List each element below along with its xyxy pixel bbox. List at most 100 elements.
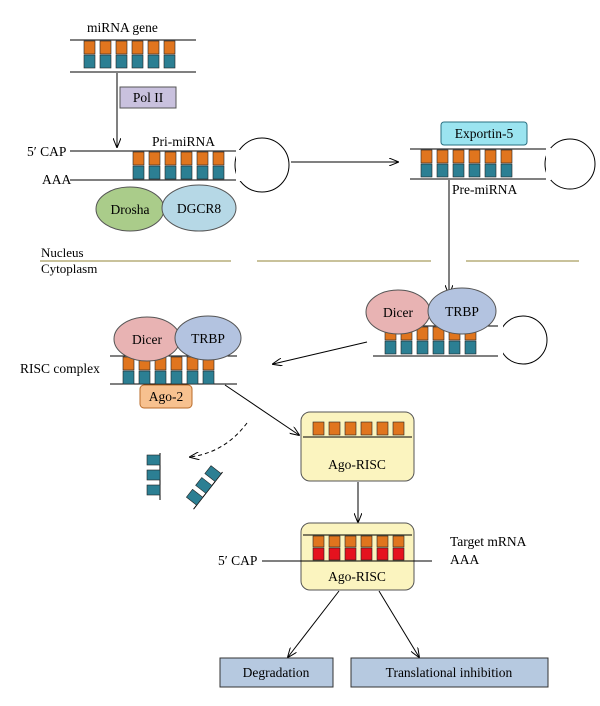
base-segment — [163, 40, 176, 55]
arrow-dicing — [273, 341, 368, 364]
base-segment — [376, 547, 389, 561]
ago-2-label: Ago-2 — [149, 389, 184, 404]
base-segment — [196, 165, 209, 180]
base-segment — [148, 165, 161, 180]
ago-risc-label-2: Ago-RISC — [328, 569, 386, 584]
target-mrna-duplex — [262, 534, 432, 562]
base-segment — [99, 54, 112, 69]
base-segment — [164, 151, 177, 166]
arrow-strand-release — [190, 422, 248, 457]
degradation-label: Degradation — [243, 665, 310, 680]
base-segment — [146, 484, 161, 496]
base-segment — [163, 54, 176, 69]
base-segment — [452, 163, 465, 178]
base-segment — [328, 421, 341, 436]
base-segment — [500, 149, 513, 164]
base-segment — [328, 535, 341, 548]
arrow-inhibition — [378, 590, 419, 657]
base-segment — [147, 54, 160, 69]
trbp-protein-left — [174, 315, 242, 361]
base-segment — [138, 370, 151, 385]
base-segment — [115, 40, 128, 55]
base-segment — [99, 40, 112, 55]
base-segment — [376, 421, 389, 436]
target-mrna-label: Target mRNA — [450, 534, 527, 549]
degradation-box — [219, 657, 334, 688]
base-segment — [170, 356, 183, 371]
base-segment — [180, 151, 193, 166]
base-segment — [132, 151, 145, 166]
base-segment — [212, 151, 225, 166]
base-segment — [376, 535, 389, 548]
base-segment — [122, 370, 135, 385]
base-segment — [420, 149, 433, 164]
base-segment — [186, 370, 199, 385]
mirna-gene-dsdna — [70, 39, 196, 73]
base-segment — [204, 465, 222, 482]
base-segment — [392, 535, 405, 548]
arrow-loading — [224, 384, 299, 435]
base-segment — [154, 370, 167, 385]
base-segment — [452, 149, 465, 164]
base-segment — [146, 454, 161, 466]
trbp-protein-right — [427, 287, 497, 335]
dicer-label-left: Dicer — [132, 332, 162, 347]
base-segment — [344, 547, 357, 561]
base-segment — [132, 165, 145, 180]
mirna-gene-label: miRNA gene — [87, 20, 158, 35]
drosha-label: Drosha — [111, 202, 150, 217]
base-segment — [312, 535, 325, 548]
cap5-label-bottom: 5′ CAP — [218, 553, 257, 568]
pre-mirna-hairpin — [410, 138, 596, 190]
cytoplasm-label: Cytoplasm — [41, 261, 97, 276]
translational-inhibition-box — [350, 657, 549, 688]
base-segment — [115, 54, 128, 69]
base-segment — [202, 370, 215, 385]
base-segment — [436, 149, 449, 164]
pre-mirna-label: Pre-miRNA — [452, 182, 517, 197]
base-segment — [360, 547, 373, 561]
base-segment — [468, 149, 481, 164]
base-segment — [436, 163, 449, 178]
cap5-label-top: 5′ CAP — [27, 144, 66, 159]
base-segment — [416, 326, 429, 341]
base-segment — [131, 40, 144, 55]
pri-mirna-hairpin — [70, 137, 290, 193]
base-segment — [185, 488, 204, 506]
base-segment — [83, 54, 96, 69]
base-segment — [360, 421, 373, 436]
aaa-label-bottom: AAA — [450, 552, 479, 567]
base-segment — [484, 163, 497, 178]
risc-complex-label: RISC complex — [20, 361, 100, 376]
dgcr8-label: DGCR8 — [177, 201, 222, 216]
base-segment — [448, 340, 461, 355]
base-segment — [170, 370, 183, 385]
base-segment — [360, 535, 373, 548]
base-segment — [196, 151, 209, 166]
guide-strand — [303, 421, 412, 438]
dgcr8-protein — [161, 184, 237, 232]
base-segment — [392, 421, 405, 436]
base-segment — [312, 421, 325, 436]
base-segment — [148, 151, 161, 166]
base-segment — [432, 340, 445, 355]
base-segment — [344, 535, 357, 548]
base-segment — [212, 165, 225, 180]
base-segment — [83, 40, 96, 55]
base-segment — [146, 469, 161, 481]
trbp-label-right: TRBP — [445, 304, 479, 319]
aaa-label-top: AAA — [42, 172, 71, 187]
base-segment — [392, 547, 405, 561]
translational-inhibition-label: Translational inhibition — [386, 665, 513, 680]
base-segment — [131, 54, 144, 69]
arrow-degradation — [288, 590, 340, 657]
ago-2-box — [139, 384, 193, 409]
ago-risc-label-1: Ago-RISC — [328, 457, 386, 472]
dicer-label-right: Dicer — [383, 305, 413, 320]
nucleus-label: Nucleus — [41, 245, 84, 260]
base-segment — [400, 340, 413, 355]
trbp-label-left: TRBP — [191, 331, 225, 346]
pol-ii-box — [119, 86, 177, 109]
base-segment — [384, 340, 397, 355]
